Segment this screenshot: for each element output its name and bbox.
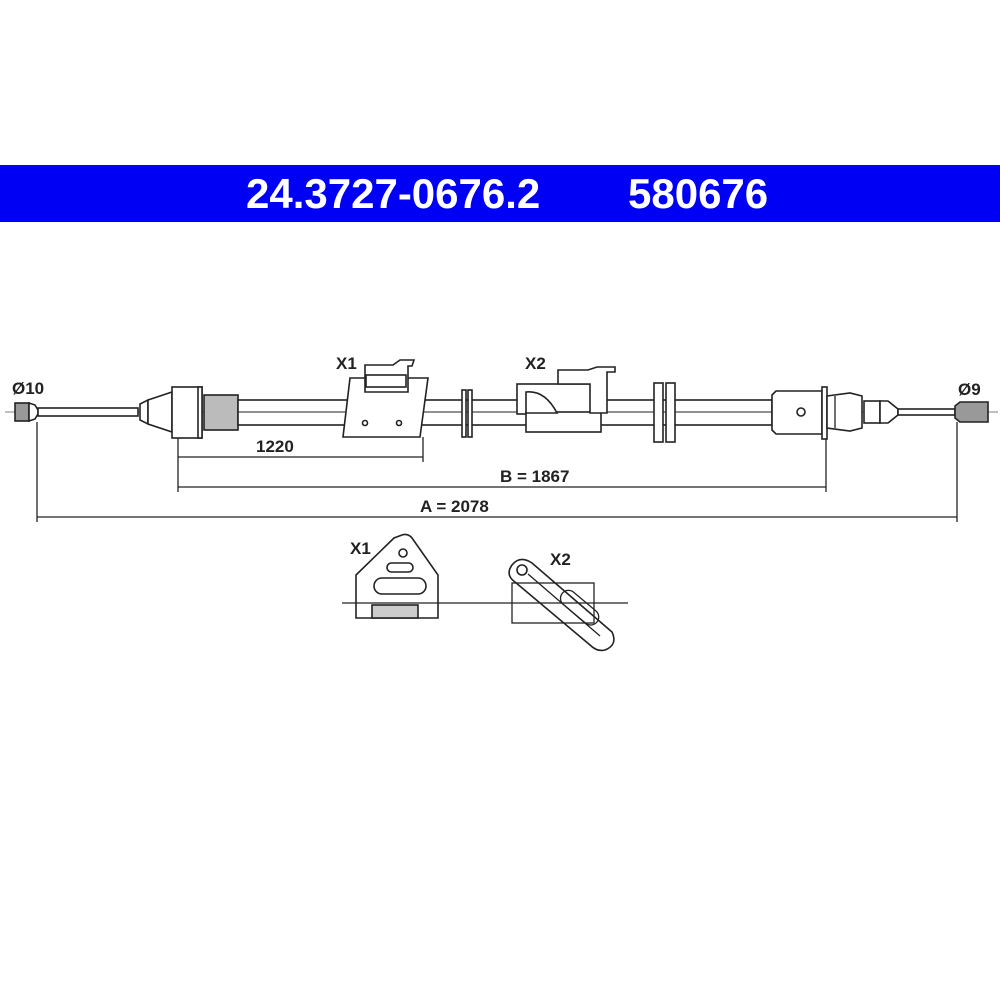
grommet-rings-right — [653, 382, 676, 443]
right-end-fitting — [771, 386, 989, 440]
bracket-x2 — [516, 366, 616, 433]
reference-number: 580676 — [628, 170, 769, 217]
left-end-fitting — [14, 386, 239, 439]
dimension-lines — [36, 422, 958, 522]
right-diameter-label: Ø9 — [958, 380, 981, 399]
grommet-rings-left — [461, 389, 473, 438]
dimension-a: A = 2078 — [420, 497, 489, 516]
detail-x1-label: X1 — [350, 539, 371, 558]
dimension-b: B = 1867 — [500, 467, 569, 486]
x1-label: X1 — [336, 354, 357, 373]
x2-label: X2 — [525, 354, 546, 373]
title-banner: 24.3727-0676.2 580676 — [0, 165, 1000, 222]
detail-x1 — [355, 533, 439, 619]
detail-x2 — [508, 558, 615, 652]
bracket-x1 — [342, 359, 429, 438]
dimension-1220: 1220 — [256, 437, 294, 456]
part-number: 24.3727-0676.2 — [246, 170, 541, 217]
detail-x2-label: X2 — [550, 550, 571, 569]
left-diameter-label: Ø10 — [12, 379, 44, 398]
